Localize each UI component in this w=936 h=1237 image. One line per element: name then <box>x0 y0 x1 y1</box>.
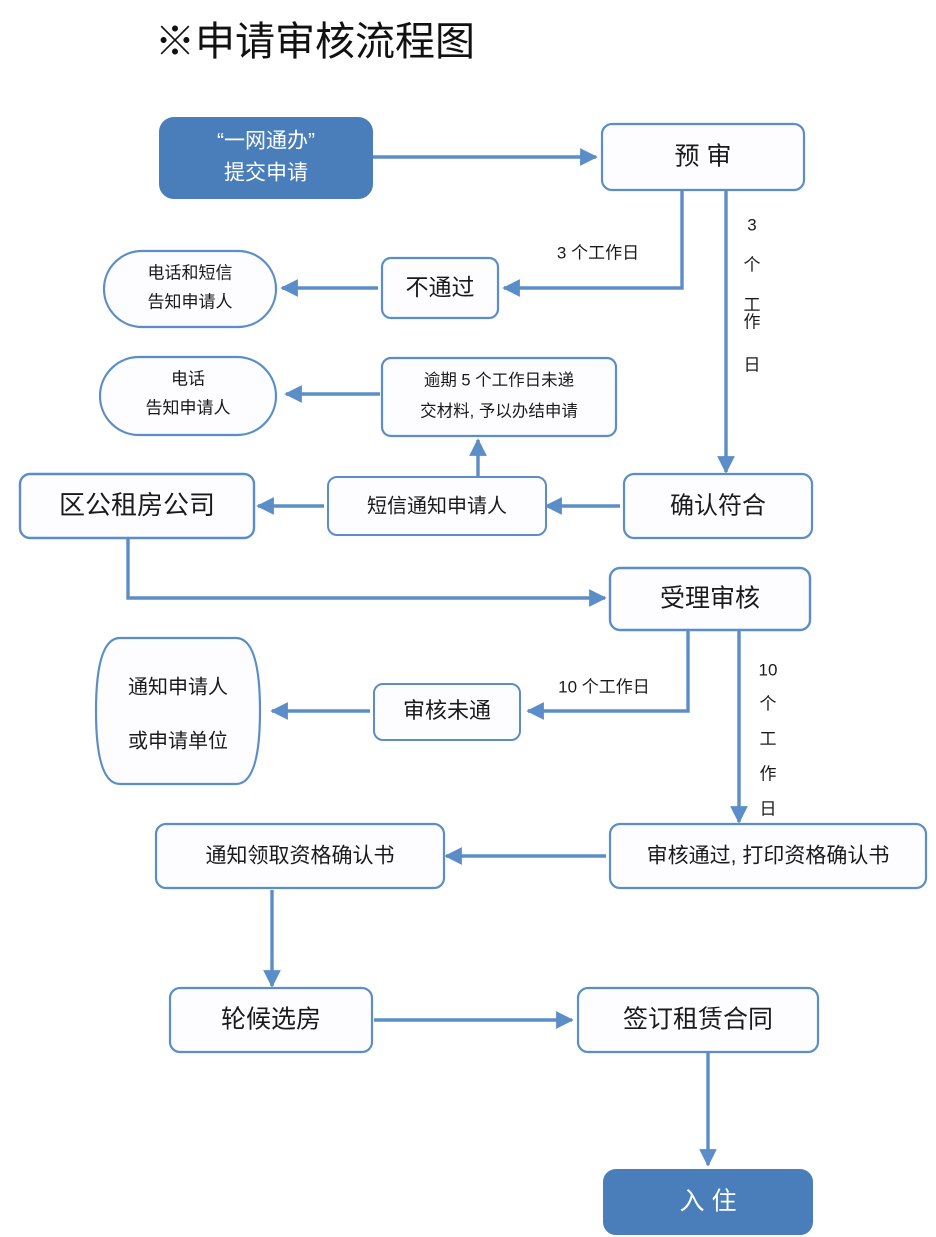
node-queue-select-house-label: 轮候选房 <box>221 1006 321 1034</box>
edge-district-company-to-accept-review <box>126 536 607 607</box>
edge-accept-review-to-review-failed <box>526 628 690 720</box>
node-queue-select-house-shape <box>168 986 374 1054</box>
node-confirm-ok-shape <box>622 472 814 540</box>
edge-label-prelim-to-fail: 3 个工作日 <box>557 243 639 262</box>
node-apply[interactable]: “一网通办” 提交申请 <box>159 117 373 199</box>
edge-label-accept-v-1: 个 <box>760 694 777 713</box>
node-notify-phone-line2: 告知申请人 <box>146 398 231 417</box>
node-overdue[interactable]: 逾期 5 个工作日未递 交材料, 予以办结申请 <box>380 356 618 438</box>
node-notify-applicant-unit-line2: 或申请单位 <box>128 729 228 752</box>
node-notify-collect-cert-shape <box>154 822 446 890</box>
node-notify-applicant-unit-line1: 通知申请人 <box>128 675 228 698</box>
node-move-in-shape <box>603 1169 813 1235</box>
node-notify-phone-shape <box>98 355 278 437</box>
node-notify-phone-sms-line2: 告知申请人 <box>148 292 233 311</box>
node-review-passed-print-label: 审核通过, 打印资格确认书 <box>647 845 890 868</box>
node-district-company-label: 区公租房公司 <box>59 490 215 520</box>
edge-label-prelim-v-1: 个 <box>744 255 761 274</box>
edge-label-prelim-v-0: 3 <box>747 215 756 234</box>
node-apply-shape <box>159 117 373 199</box>
node-accept-review-shape <box>608 566 812 632</box>
edge-label-accept-v-4: 日 <box>760 799 777 818</box>
node-move-in-label: 入 住 <box>680 1188 737 1216</box>
node-confirm-ok-label: 确认符合 <box>670 492 766 519</box>
node-notify-applicant-unit-shape <box>94 636 262 786</box>
node-sms-notify-shape <box>327 476 547 536</box>
edge-label-prelim-v-3: 作 <box>744 312 761 331</box>
node-district-company[interactable]: 区公租房公司 <box>18 472 256 540</box>
node-sms-notify-label: 短信通知申请人 <box>367 494 507 517</box>
node-review-failed[interactable]: 审核未通 <box>373 683 521 741</box>
node-overdue-shape <box>380 356 618 438</box>
node-queue-select-house[interactable]: 轮候选房 <box>168 986 374 1054</box>
node-notify-collect-cert-label: 通知领取资格确认书 <box>206 845 395 868</box>
page-title: ※申请审核流程图 <box>155 19 475 64</box>
connector-layer <box>126 148 748 1167</box>
edge-label-accept-to-passed: 10 个 工 作 日 <box>759 660 778 818</box>
node-sign-lease-label: 签订租赁合同 <box>623 1006 773 1034</box>
node-prelim[interactable]: 预 审 <box>600 122 806 192</box>
edge-label-accept-to-failed: 10 个工作日 <box>558 677 650 696</box>
edge-label-accept-v-2: 工 <box>760 729 777 748</box>
node-notify-phone-sms[interactable]: 电话和短信 告知申请人 <box>102 249 278 329</box>
node-apply-line1: “一网通办” <box>217 130 315 153</box>
node-overdue-line1: 逾期 5 个工作日未递 <box>424 370 574 389</box>
edge-label-prelim-v-2: 工 <box>744 295 761 314</box>
node-review-passed-print[interactable]: 审核通过, 打印资格确认书 <box>608 822 928 890</box>
node-sign-lease-shape <box>576 986 820 1054</box>
node-fail-prelim-label: 不通过 <box>406 274 475 300</box>
edge-label-prelim-v-4: 日 <box>744 355 761 374</box>
node-review-failed-label: 审核未通 <box>403 698 491 723</box>
edge-prelim-to-fail <box>502 190 684 297</box>
node-review-failed-shape <box>373 683 521 741</box>
node-accept-review-label: 受理审核 <box>660 585 760 613</box>
node-review-passed-print-shape <box>608 822 928 890</box>
node-prelim-label: 预 审 <box>675 143 732 171</box>
edge-label-prelim-to-confirm: 3 个 工 作 日 <box>744 215 761 374</box>
node-sms-notify[interactable]: 短信通知申请人 <box>327 476 547 536</box>
node-notify-phone-sms-line1: 电话和短信 <box>148 263 233 282</box>
node-fail-prelim-shape <box>380 256 500 320</box>
node-confirm-ok[interactable]: 确认符合 <box>622 472 814 540</box>
node-prelim-shape <box>600 122 806 192</box>
node-apply-line2: 提交申请 <box>224 162 308 185</box>
node-fail-prelim[interactable]: 不通过 <box>380 256 500 320</box>
node-notify-phone-line1: 电话 <box>171 369 205 388</box>
node-notify-phone-sms-shape <box>102 249 278 329</box>
edge-label-accept-v-3: 作 <box>760 764 777 783</box>
node-overdue-line2: 交材料, 予以办结申请 <box>420 401 578 420</box>
node-accept-review[interactable]: 受理审核 <box>608 566 812 632</box>
node-district-company-shape <box>18 472 256 540</box>
node-notify-collect-cert[interactable]: 通知领取资格确认书 <box>154 822 446 890</box>
edge-label-accept-v-0: 10 <box>759 660 778 679</box>
node-move-in[interactable]: 入 住 <box>603 1169 813 1235</box>
node-notify-applicant-unit[interactable]: 通知申请人 或申请单位 <box>94 636 262 786</box>
node-notify-phone[interactable]: 电话 告知申请人 <box>98 355 278 437</box>
node-sign-lease[interactable]: 签订租赁合同 <box>576 986 820 1054</box>
